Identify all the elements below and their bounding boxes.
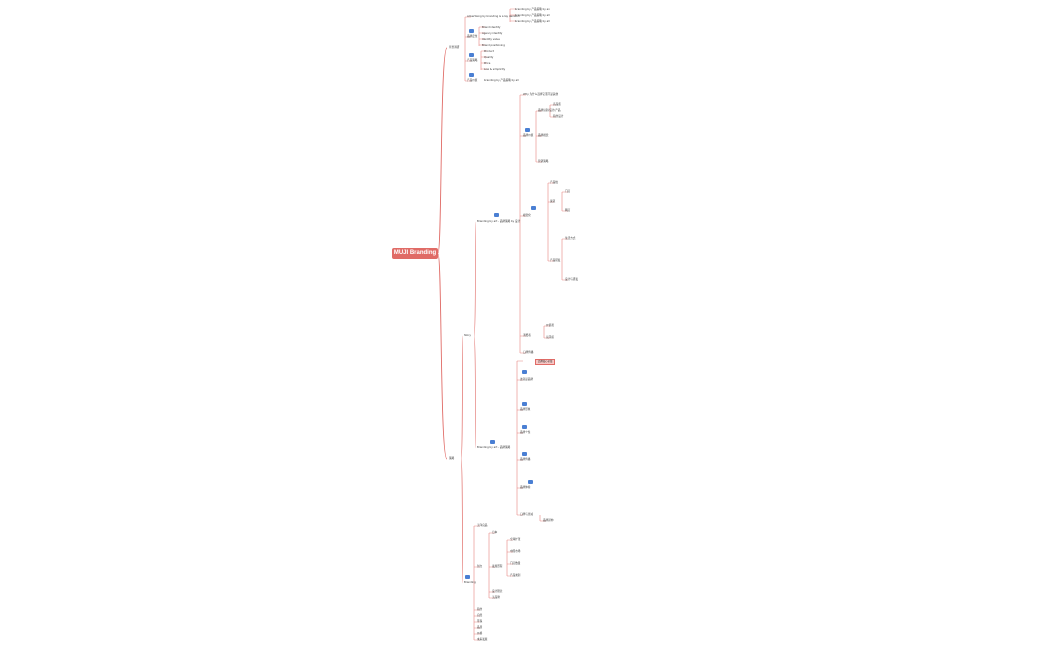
mid-m1b[interactable]: 品牌价值 <box>523 134 534 137</box>
lower-l8[interactable]: 品牌延伸 <box>543 519 554 522</box>
top-t3[interactable]: 产品策略 <box>467 59 478 62</box>
mid-m1h[interactable]: 视觉化 <box>523 214 531 217</box>
top-t2a[interactable]: Brand identity <box>482 26 501 29</box>
top-t4a[interactable]: branding by 产品策略 by all <box>484 79 519 82</box>
bottom-s7[interactable]: 产品类别 <box>510 574 521 577</box>
branch-4[interactable]: Branding <box>464 581 476 584</box>
bottom-s3[interactable]: 发展历程 <box>492 565 503 568</box>
mid-m1r[interactable]: 认同感 <box>546 336 554 339</box>
top-t2c[interactable]: Identity value <box>482 38 500 41</box>
connector-line <box>473 221 477 337</box>
bottom-s6[interactable]: 门店数量 <box>510 562 521 565</box>
topic-icon <box>531 206 536 210</box>
top-t1c[interactable]: branding by 产品策略 by all <box>515 20 550 23</box>
mid-m1g[interactable]: 营销策略 <box>538 160 549 163</box>
topic-icon <box>469 53 474 57</box>
lower-l6[interactable]: 品牌体验 <box>520 486 531 489</box>
lower-l2[interactable]: 这就是品牌 <box>520 378 533 381</box>
connector-line <box>437 47 448 254</box>
bottom-s0[interactable]: 无印良品 <box>477 524 488 527</box>
topic-icon <box>465 575 470 579</box>
highlight-topic[interactable]: 品牌核心价值 <box>535 359 556 365</box>
mid-m1n[interactable]: 生活方式 <box>565 237 576 240</box>
mid-m1k[interactable]: 门店 <box>565 190 571 193</box>
lower-l4[interactable]: 品牌个性 <box>520 431 531 434</box>
bottom-s1[interactable]: 日本 <box>492 531 498 534</box>
connector-line <box>437 253 448 460</box>
lower-l3[interactable]: 品牌形象 <box>520 408 531 411</box>
mid-m1s[interactable]: 口碑传播 <box>523 351 534 354</box>
connector-line <box>460 335 464 460</box>
top-t2[interactable]: 品牌定位 <box>467 35 478 38</box>
bottom-s9[interactable]: 无品牌 <box>492 596 500 599</box>
connector-line <box>473 335 477 449</box>
bottom-s11[interactable]: 自然 <box>477 614 483 617</box>
top-t3a[interactable]: Product <box>484 50 494 53</box>
mid-m1o[interactable]: 设计与研发 <box>565 278 578 281</box>
branch-2[interactable]: 策略 <box>449 457 455 460</box>
bottom-s13[interactable]: 品质 <box>477 626 483 629</box>
bottom-s2[interactable]: 创立 <box>477 565 483 568</box>
mid-m1m[interactable]: 产品研发 <box>550 259 561 262</box>
lower-l5[interactable]: 品牌传播 <box>520 458 531 461</box>
branch-3[interactable]: Story <box>464 334 471 337</box>
topic-icon <box>528 480 533 484</box>
mid-m1l[interactable]: 网店 <box>565 209 571 212</box>
lower-l1[interactable]: Branding by art - 品牌策略 <box>477 446 511 449</box>
mid-m1a[interactable]: Why 为什么选择它而不是其他 <box>523 93 559 96</box>
top-t1b[interactable]: branding by 产品策略 by all <box>515 14 550 17</box>
root-node[interactable]: MUJI Branding <box>392 248 438 259</box>
topic-icon <box>522 402 527 406</box>
bottom-s4[interactable]: 全球扩张 <box>510 538 521 541</box>
mid-m1q[interactable]: 价值观 <box>546 324 554 327</box>
top-t2b[interactable]: Agency identity <box>482 32 503 35</box>
bottom-s12[interactable]: 环保 <box>477 620 483 623</box>
bottom-s10[interactable]: 简约 <box>477 608 483 611</box>
mid-m1f[interactable]: 品牌视觉 <box>538 134 549 137</box>
top-t2d[interactable]: Brand positioning <box>482 44 505 47</box>
topic-icon <box>494 213 499 217</box>
topic-icon <box>522 370 527 374</box>
topic-icon <box>469 29 474 33</box>
topic-icon <box>522 452 527 456</box>
bottom-s14[interactable]: 价格 <box>477 632 483 635</box>
bottom-s15[interactable]: 未来发展 <box>477 638 488 641</box>
mid-m1i[interactable]: 产品线 <box>550 181 558 184</box>
top-t4[interactable]: 产品价值 <box>467 79 478 82</box>
mid-m1j[interactable]: 渠道 <box>550 200 556 203</box>
topic-icon <box>525 128 530 132</box>
mid-m1d[interactable]: 高品质 <box>553 103 561 106</box>
top-t1[interactable]: Advertising by branding is a lay decisio… <box>467 15 520 18</box>
lower-l7[interactable]: 口碑与忠诚 <box>520 513 533 516</box>
topic-icon <box>490 440 495 444</box>
topic-icon <box>469 73 474 77</box>
mid-m1c[interactable]: 品牌识别/设计/产品 <box>538 109 561 112</box>
top-t1a[interactable]: branding by 产品策略 by an <box>515 8 550 11</box>
top-t3b[interactable]: Quality <box>484 56 494 59</box>
mid-m1[interactable]: Branding by art - 品牌策略 by 设计 <box>477 220 521 223</box>
mid-m1e[interactable]: 简约设计 <box>553 115 564 118</box>
bottom-s8[interactable]: 设计理念 <box>492 590 503 593</box>
connector-line <box>460 458 464 584</box>
top-t3c[interactable]: Price <box>484 62 491 65</box>
topic-icon <box>522 425 527 429</box>
bottom-s5[interactable]: 中国市场 <box>510 550 521 553</box>
branch-1[interactable]: 背景调研 <box>449 46 460 49</box>
mid-m1p[interactable]: 消费者 <box>523 334 531 337</box>
top-t3d[interactable]: Low & simplicity <box>484 68 506 71</box>
